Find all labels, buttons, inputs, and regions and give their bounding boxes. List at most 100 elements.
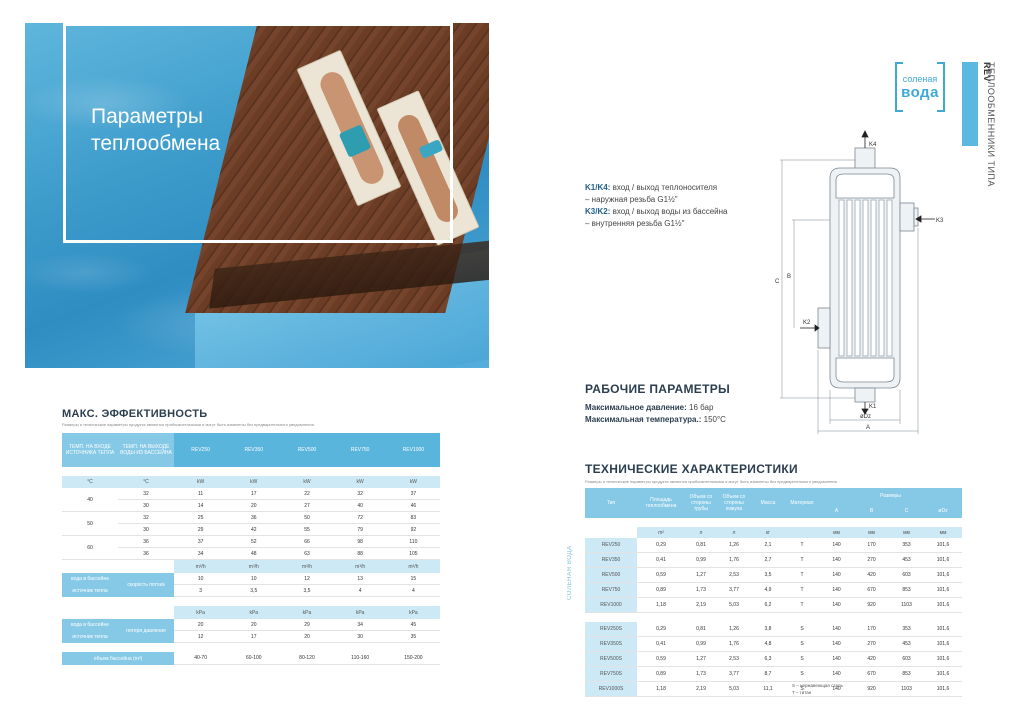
value-cell: 453 [889, 637, 924, 652]
value-cell: 1103 [889, 598, 924, 613]
empty-cell [62, 606, 118, 619]
value-cell: 63 [280, 548, 334, 560]
side-brand-label: СОЛЕНАЯ ВОДА [567, 545, 573, 600]
value-cell: 4 [333, 585, 387, 597]
value-cell: 140 [819, 652, 854, 667]
column-header: Тип [585, 488, 637, 518]
value-cell: 98 [333, 536, 387, 548]
value-cell: 40-70 [174, 652, 228, 665]
model-cell: REV750S [585, 667, 637, 682]
value-cell: 101,6 [924, 583, 963, 598]
value-cell: 0,41 [637, 637, 685, 652]
port-k3k2-thread: – внутренняя резьба G1½" [585, 219, 685, 228]
value-cell: 1,27 [685, 652, 717, 667]
empty-cell [118, 560, 174, 573]
value-cell: 101,6 [924, 568, 963, 583]
arrow-left-icon [915, 215, 922, 223]
hero-title-line1: Параметры [91, 105, 203, 128]
side-accent-bar [962, 62, 978, 146]
side-port-k3 [899, 202, 915, 232]
value-cell: 140 [819, 568, 854, 583]
value-cell: 36 [118, 548, 174, 560]
value-cell: 37 [386, 488, 440, 500]
value-cell: 8,7 [751, 667, 785, 682]
value-cell: T [785, 583, 819, 598]
value-cell: 3,5 [227, 585, 281, 597]
value-cell: 1103 [889, 682, 924, 697]
label-dim-a: A [866, 425, 870, 431]
value-cell: 3,5 [280, 585, 334, 597]
dim-header: A [819, 503, 854, 518]
logo-bracket-right [937, 62, 945, 112]
value-cell: 603 [889, 568, 924, 583]
value-cell: 0,29 [637, 538, 685, 553]
empty-cell [118, 606, 174, 619]
unit-cell: л [717, 527, 751, 538]
value-cell: 46 [386, 500, 440, 512]
row-label: вода в бассейне [62, 573, 118, 585]
value-cell: 101,6 [924, 682, 963, 697]
column-header: Материал [785, 488, 819, 518]
hero-photo: Параметры теплообмена [25, 23, 489, 368]
value-cell: 29 [280, 619, 334, 631]
unit-cell: m³/h [227, 560, 281, 573]
column-header: ТЕМП. НА ВХОДЕ ИСТОЧНИКА ТЕПЛА [62, 433, 118, 467]
unit-cell: мм [924, 527, 963, 538]
value-cell: 2,53 [717, 652, 751, 667]
volume-label: объем бассейна (m³) [62, 652, 174, 665]
value-cell: 66 [280, 536, 334, 548]
value-cell: 17 [227, 488, 281, 500]
value-cell: 670 [854, 583, 889, 598]
value-cell: 353 [889, 622, 924, 637]
value-cell: 853 [889, 667, 924, 682]
value-cell: S [785, 637, 819, 652]
value-cell: 1,76 [717, 637, 751, 652]
value-cell: 150-200 [386, 652, 440, 665]
value-cell: 3,8 [751, 622, 785, 637]
value-cell: 101,6 [924, 553, 963, 568]
bottom-chamber [835, 357, 895, 383]
logo-bracket-left [895, 62, 903, 112]
max-temp-label: Максимальная температура.: [585, 415, 702, 424]
column-header: REV1000 [386, 433, 440, 467]
max-temp-value: 150°С [701, 415, 726, 424]
label-dim-c: C [775, 279, 780, 285]
column-header: REV750 [333, 433, 387, 467]
group-label: скорость потока [118, 573, 174, 597]
label-dim-dz: øDz [860, 414, 871, 420]
value-cell: 4,8 [751, 637, 785, 652]
value-cell: 25 [174, 512, 228, 524]
value-cell: 140 [819, 667, 854, 682]
value-cell: 13 [333, 573, 387, 585]
source-temp-cell: 50 [62, 512, 118, 536]
unit-cell: m³/h [174, 560, 228, 573]
unit-cell: kPa [174, 606, 228, 619]
table-spacer-cell [62, 597, 440, 606]
table-spacer-cell [585, 518, 962, 527]
value-cell: 36 [227, 512, 281, 524]
unit-cell: m³/h [280, 560, 334, 573]
value-cell: S [785, 652, 819, 667]
value-cell: 2,7 [751, 553, 785, 568]
unit-cell: kPa [333, 606, 387, 619]
value-cell: 12 [280, 573, 334, 585]
value-cell: 670 [854, 667, 889, 682]
value-cell: T [785, 553, 819, 568]
value-cell: 6,3 [751, 652, 785, 667]
value-cell: 20 [227, 619, 281, 631]
value-cell: 0,89 [637, 667, 685, 682]
